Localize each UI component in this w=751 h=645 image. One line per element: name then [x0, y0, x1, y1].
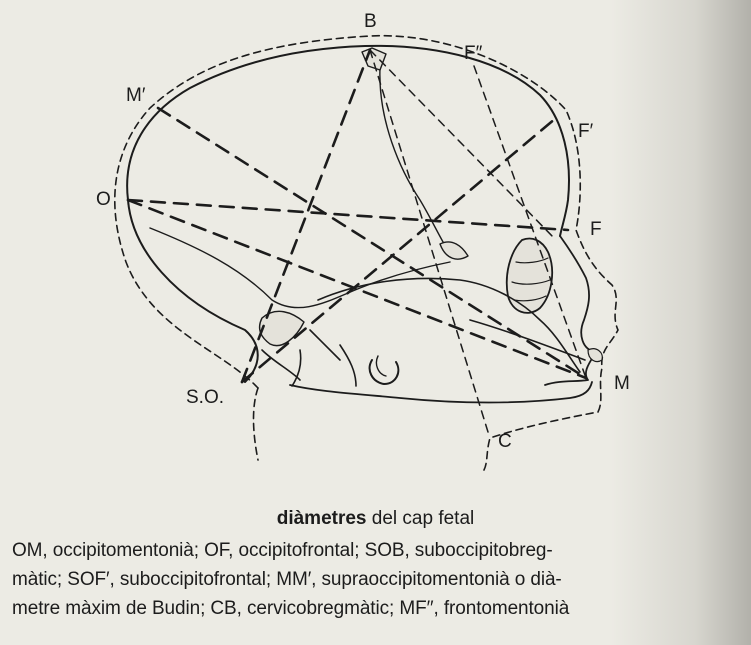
skull-vault: [126, 44, 570, 237]
label-o: O: [96, 189, 111, 210]
diameter-sof-prime: [240, 116, 558, 384]
caption-body: OM, occipitomentonià; OF, occipitofronta…: [12, 536, 740, 623]
caption-line-3: metre màxim de Budin; CB, cervicobregmàt…: [12, 598, 570, 619]
caption-title-rest: del cap fetal: [366, 508, 475, 529]
mastoid: [261, 329, 341, 381]
caption-line-2: màtic; SOF′, suboccipitofrontal; MM′, su…: [12, 569, 562, 590]
maxilla: [469, 319, 586, 361]
orbit-inner: [511, 257, 551, 302]
zygomatic-arch: [317, 277, 581, 373]
label-f-double-prime: F″: [464, 43, 483, 64]
scalp-outline: [113, 34, 619, 471]
label-m-prime: M′: [126, 85, 146, 106]
fetal-head-diagram: B F″ M′ F′ O F S.O. M C: [96, 11, 630, 471]
label-so: S.O.: [186, 387, 225, 408]
neck-outline-back: [252, 387, 259, 461]
label-m: M: [614, 373, 630, 394]
mandible: [289, 381, 593, 404]
ear-canal-inner: [375, 355, 387, 377]
fetal-skull-drawing: [113, 34, 619, 471]
diameter-cb: [369, 49, 489, 433]
diameter-sob: [240, 48, 372, 384]
diameter-om: [126, 198, 588, 380]
ear-canal: [368, 359, 400, 385]
mandible-ramus: [291, 344, 357, 387]
coronal-suture: [379, 67, 451, 255]
orbit: [505, 237, 554, 314]
temporal-ridge: [149, 227, 451, 309]
face-profile: [544, 235, 597, 386]
sphenoid-region: [439, 241, 469, 260]
label-f: F: [590, 219, 602, 240]
label-c: C: [498, 431, 512, 452]
diameter-b-f: [369, 49, 557, 241]
chin-fontanelle: [587, 348, 603, 363]
label-f-prime: F′: [578, 121, 594, 142]
caption-line-1: OM, occipitomentonià; OF, occipitofronta…: [12, 540, 553, 561]
occiput-curve: [127, 199, 259, 383]
diameter-mf-double-prime: [473, 65, 587, 379]
label-b: B: [364, 11, 377, 32]
caption-title: diàmetres del cap fetal: [0, 507, 751, 531]
diameter-mm-prime: [156, 106, 588, 380]
caption-title-term: diàmetres: [276, 508, 367, 529]
diameter-of: [126, 198, 570, 232]
